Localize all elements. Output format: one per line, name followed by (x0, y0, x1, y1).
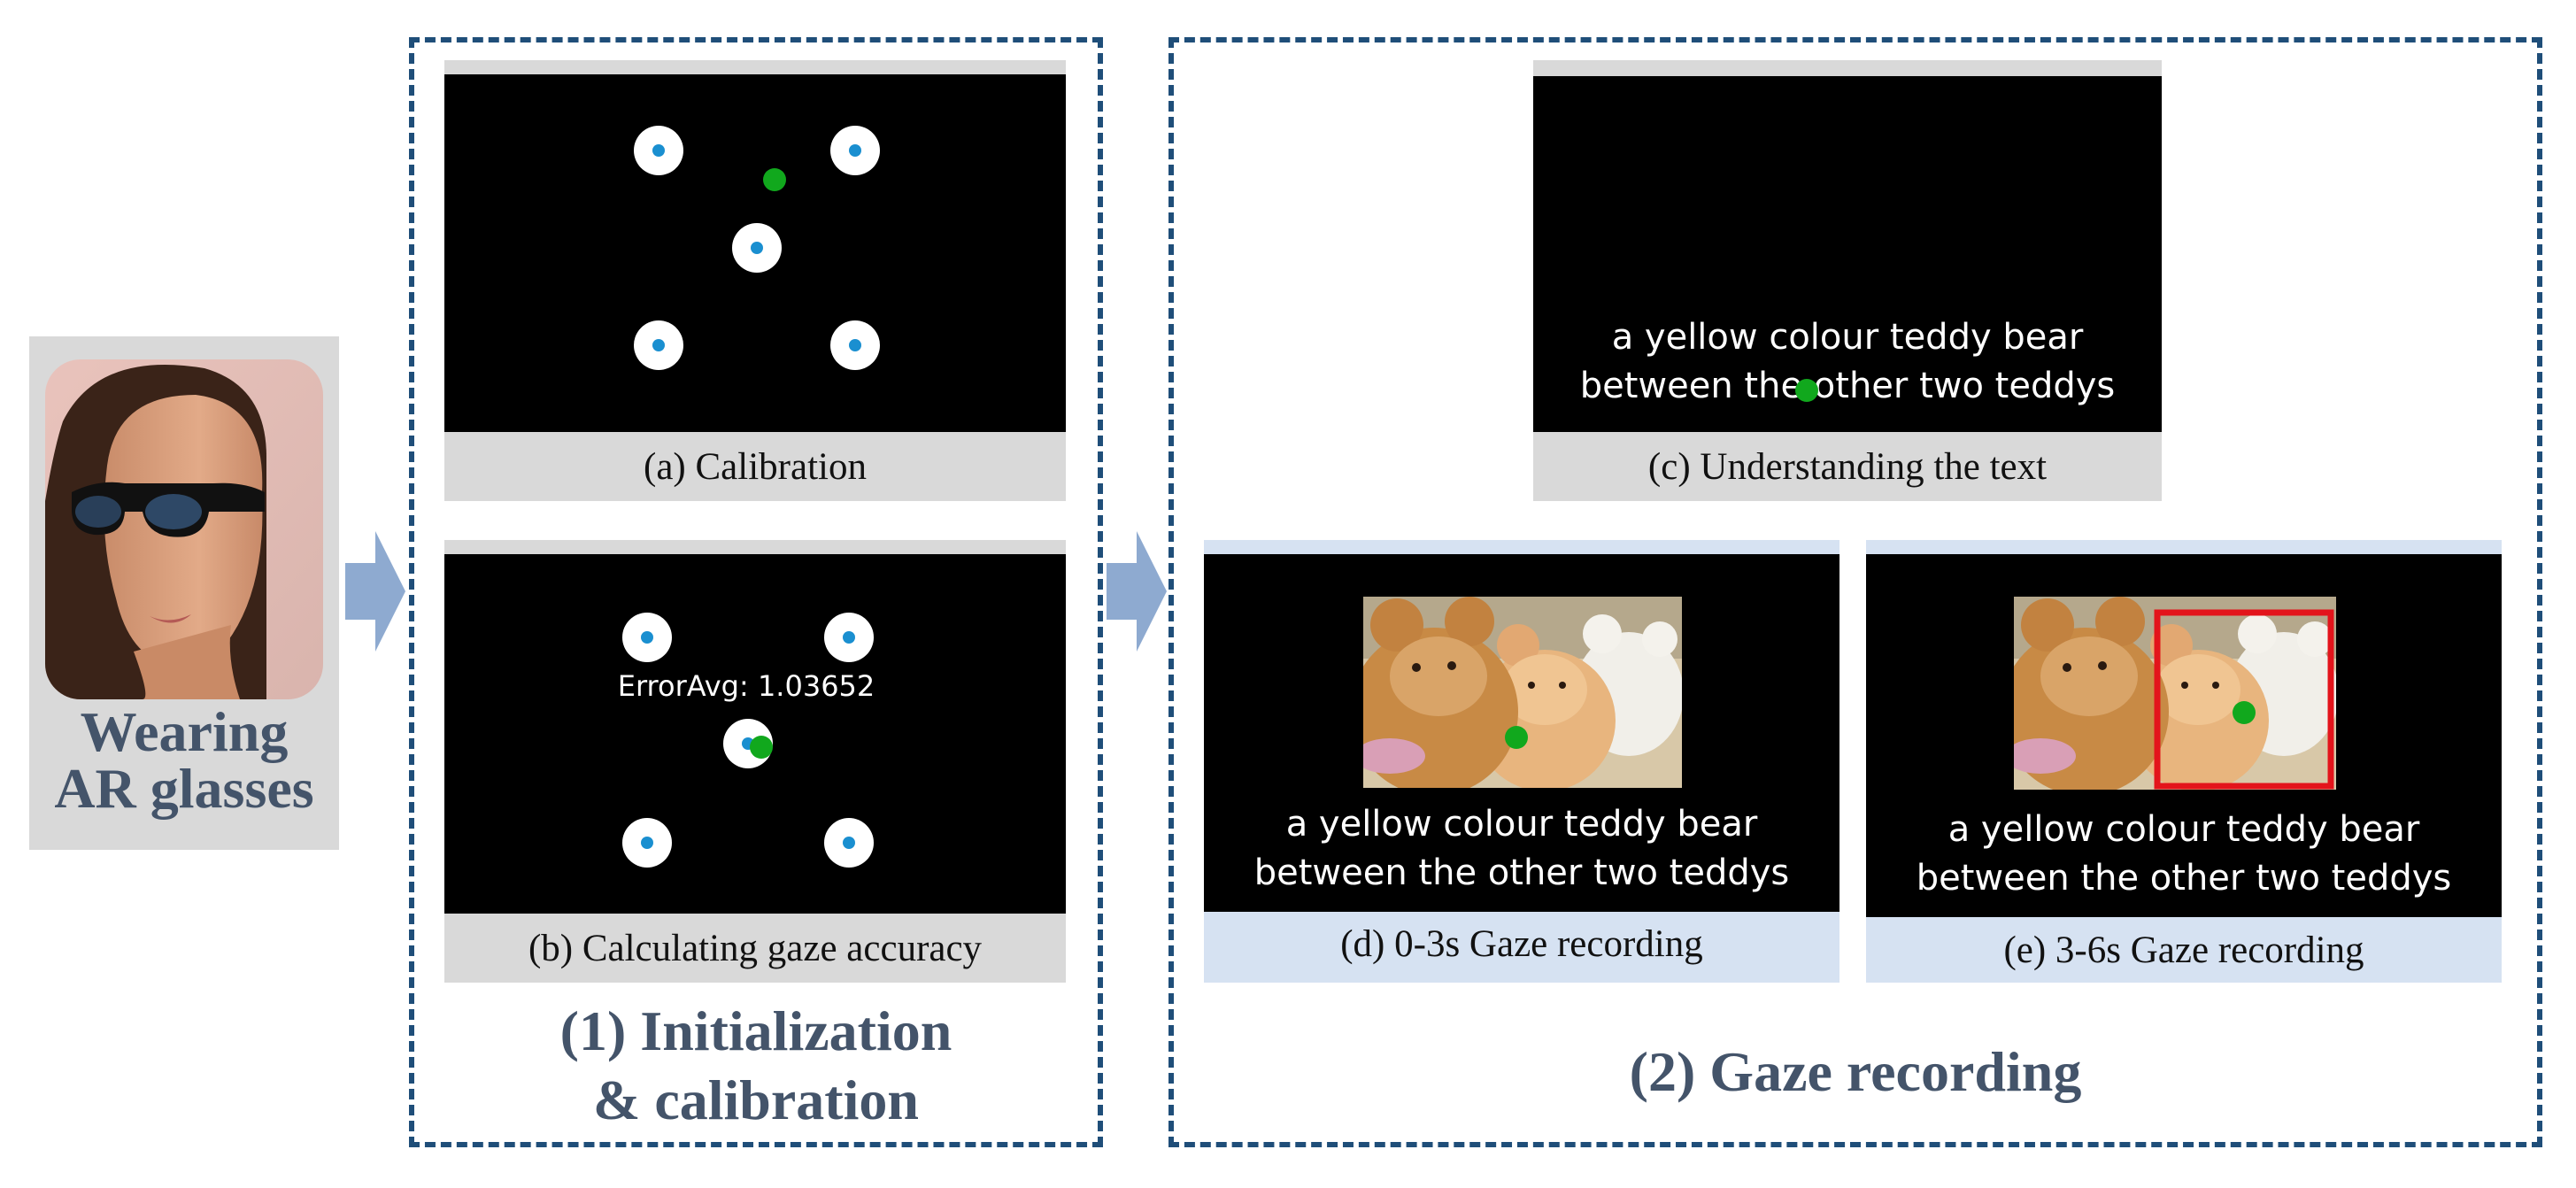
understanding-text-label: (c) Understanding the text (1647, 445, 2048, 488)
gaze-point (1505, 726, 1528, 749)
highlight-box (2154, 609, 2334, 790)
gaze-accuracy-label: (b) Calculating gaze accuracy (528, 927, 983, 969)
calibration-target (634, 320, 683, 370)
gaze-recording-0-3s-panel: a yellow colour teddy bear between the o… (1204, 540, 1839, 983)
calibration-panel: (a) Calibration (444, 60, 1066, 501)
calibration-target (622, 613, 672, 662)
understanding-text-screen: a yellow colour teddy bear between the o… (1533, 76, 2162, 432)
gaze-recording-3-6s-screen: a yellow colour teddy bear between the o… (1866, 554, 2502, 917)
gaze-accuracy-panel: ErrorAvg: 1.03652 (b) Calculating gaze a… (444, 540, 1066, 983)
caption-text: a yellow colour teddy bear between the o… (1253, 804, 1790, 894)
caption-text: a yellow colour teddy bear between the o… (1579, 317, 2116, 407)
calibration-target (622, 818, 672, 868)
error-average-text: ErrorAvg: 1.03652 (617, 669, 875, 703)
right-arrow-icon (1107, 531, 1167, 652)
calibration-target (824, 818, 874, 868)
gaze-recording-section-frame (1168, 37, 2542, 1147)
initialization-title: (1) Initialization & calibration (559, 999, 953, 1132)
calibration-target (634, 126, 683, 175)
gaze-point (750, 736, 773, 759)
calibration-screen (444, 74, 1066, 432)
gaze-recording-title: (2) Gaze recording (1629, 1040, 2082, 1103)
gaze-point (1795, 379, 1818, 402)
person-with-ar-glasses-image (45, 359, 323, 699)
right-arrow-icon (345, 531, 405, 652)
teddy-bears-image (1363, 597, 1682, 788)
gaze-recording-0-3s-screen: a yellow colour teddy bear between the o… (1204, 554, 1839, 912)
teddy-bears-image (2014, 597, 2336, 790)
caption-text: a yellow colour teddy bear between the o… (1916, 809, 2452, 899)
calibration-target (830, 126, 880, 175)
understanding-text-panel: a yellow colour teddy bear between the o… (1533, 60, 2162, 501)
wearer-caption: Wearing AR glasses (54, 700, 314, 820)
gaze-point (2233, 701, 2256, 724)
initialization-section-frame (409, 37, 1103, 1147)
calibration-target (732, 223, 782, 273)
gaze-recording-3-6s-label: (e) 3-6s Gaze recording (2003, 929, 2364, 971)
gaze-recording-3-6s-panel: a yellow colour teddy bear between the o… (1866, 540, 2502, 983)
wearer-panel: Wearing AR glasses (29, 336, 339, 850)
calibration-target (830, 320, 880, 370)
gaze-point (763, 168, 786, 191)
gaze-recording-0-3s-label: (d) 0-3s Gaze recording (1340, 922, 1703, 965)
calibration-target (824, 613, 874, 662)
calibration-label: (a) Calibration (644, 445, 867, 488)
gaze-accuracy-screen: ErrorAvg: 1.03652 (444, 554, 1066, 914)
